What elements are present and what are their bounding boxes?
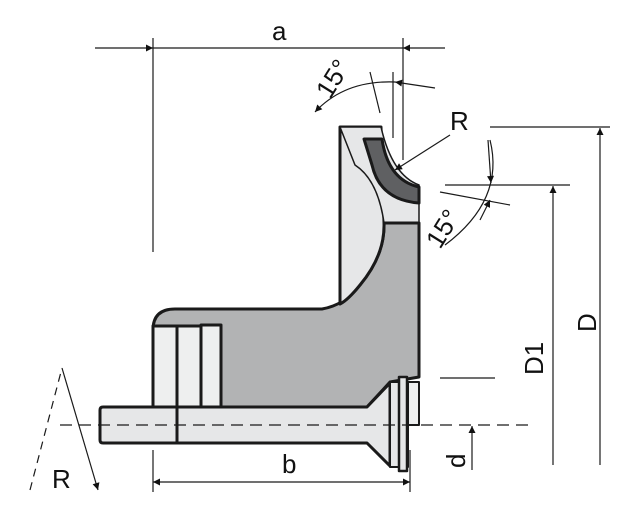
angle-arrow-top xyxy=(394,79,436,89)
nut-plate xyxy=(407,381,420,426)
label-angle-top: 15° xyxy=(310,54,356,103)
bolt-shaft xyxy=(98,381,392,468)
label-angle-right: 15° xyxy=(420,204,466,253)
angle-ref-line-right xyxy=(439,191,511,206)
label-R-bottom: R xyxy=(52,464,71,494)
dimension-lines xyxy=(29,38,610,492)
radius-leader-top xyxy=(394,134,451,171)
angle-arc-right xyxy=(444,139,494,246)
seal-ring xyxy=(362,137,421,205)
window-2 xyxy=(175,324,203,409)
window-3 xyxy=(199,323,223,409)
angle-arrow-right-top xyxy=(487,139,495,184)
label-D: D xyxy=(572,313,602,332)
label-a: a xyxy=(272,16,287,46)
radius-leader-bottom xyxy=(61,367,100,491)
label-R-top: R xyxy=(450,106,469,136)
angle-ref-line-top xyxy=(369,71,381,114)
label-D1: D1 xyxy=(519,342,549,375)
label-b: b xyxy=(282,449,296,479)
angle-arrow-right-bottom xyxy=(479,199,491,221)
label-d: d xyxy=(441,454,471,468)
angle-arc-top xyxy=(314,81,396,113)
window-1 xyxy=(151,324,179,409)
flange-part xyxy=(98,125,421,473)
washer xyxy=(397,375,409,473)
radius-ref-dashed xyxy=(29,367,63,491)
